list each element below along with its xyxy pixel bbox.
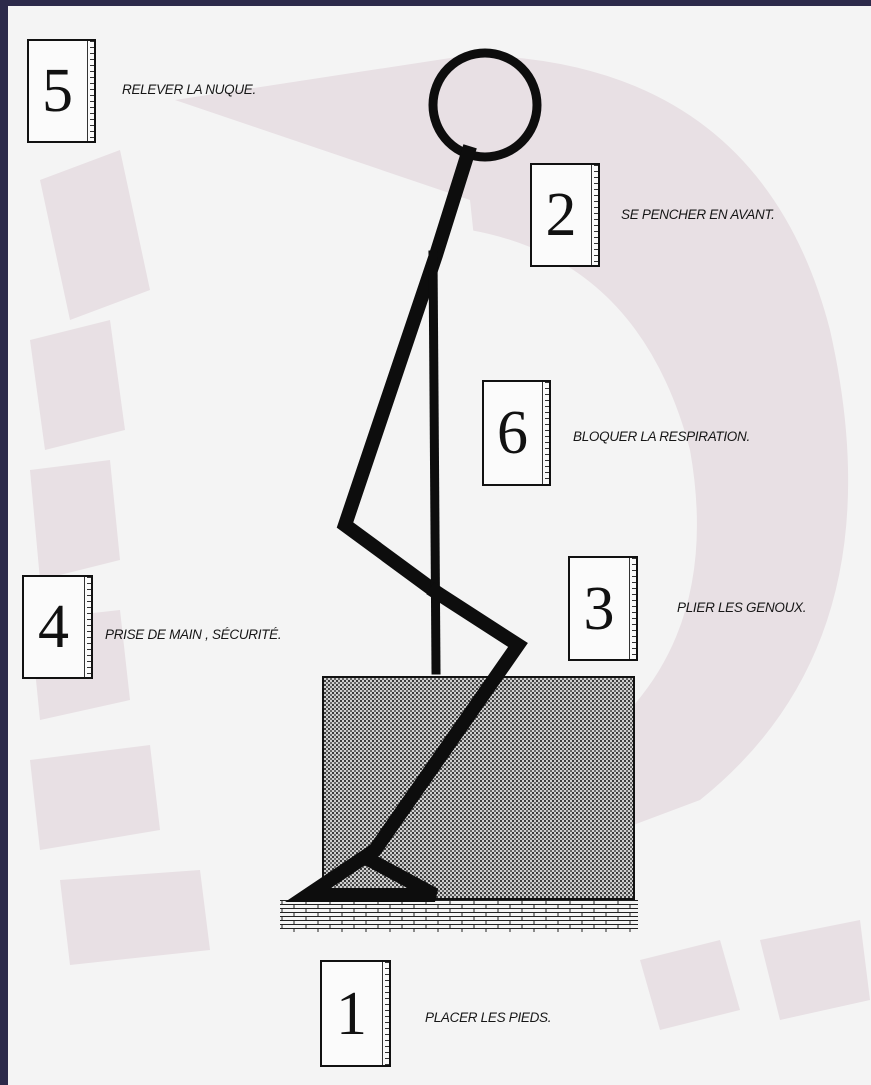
step-5-label: RELEVER LA NUQUE. [122,82,256,97]
step-6-box: 6 [482,380,551,486]
step-5-ruler [87,41,94,141]
step-3-box: 3 [568,556,638,661]
step-4-number: 4 [24,577,83,677]
step-5-box: 5 [27,39,96,143]
step-3-number: 3 [570,558,628,659]
step-1-box: 1 [320,960,391,1067]
step-1-ruler [382,962,389,1065]
step-6-number: 6 [484,382,541,484]
step-5-number: 5 [29,41,86,141]
step-2-box: 2 [530,163,600,267]
step-2-number: 2 [532,165,590,265]
step-6-ruler [542,382,549,484]
step-4-label: PRISE DE MAIN , SÉCURITÉ. [105,627,281,642]
step-1-number: 1 [322,962,381,1065]
step-2-label: SE PENCHER EN AVANT. [621,207,775,222]
brick-floor [280,900,638,932]
step-4-ruler [84,577,91,677]
step-1-label: PLACER LES PIEDS. [425,1010,551,1025]
step-3-ruler [629,558,636,659]
step-4-box: 4 [22,575,93,679]
step-2-ruler [591,165,598,265]
step-3-label: PLIER LES GENOUX. [677,600,806,615]
figure-arm [433,255,436,670]
step-6-label: BLOQUER LA RESPIRATION. [573,429,750,444]
